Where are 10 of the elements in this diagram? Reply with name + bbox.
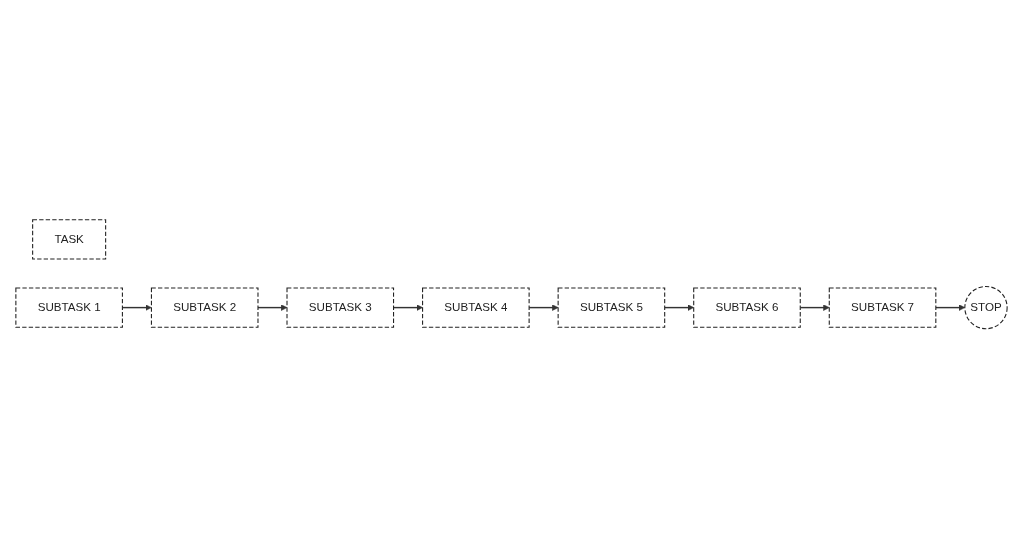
node-box: SUBTASK 1 (15, 287, 123, 328)
node-box: SUBTASK 5 (557, 287, 666, 328)
arrow (257, 304, 288, 311)
node-box: SUBTASK 4 (422, 287, 530, 328)
node-box: TASK (32, 218, 107, 260)
node-box: SUBTASK 6 (693, 287, 801, 328)
node-box: SUBTASK 2 (150, 287, 259, 328)
node-box: SUBTASK 7 (828, 287, 937, 328)
node-circle: STOP (964, 285, 1008, 329)
node-box: SUBTASK 3 (286, 287, 395, 328)
